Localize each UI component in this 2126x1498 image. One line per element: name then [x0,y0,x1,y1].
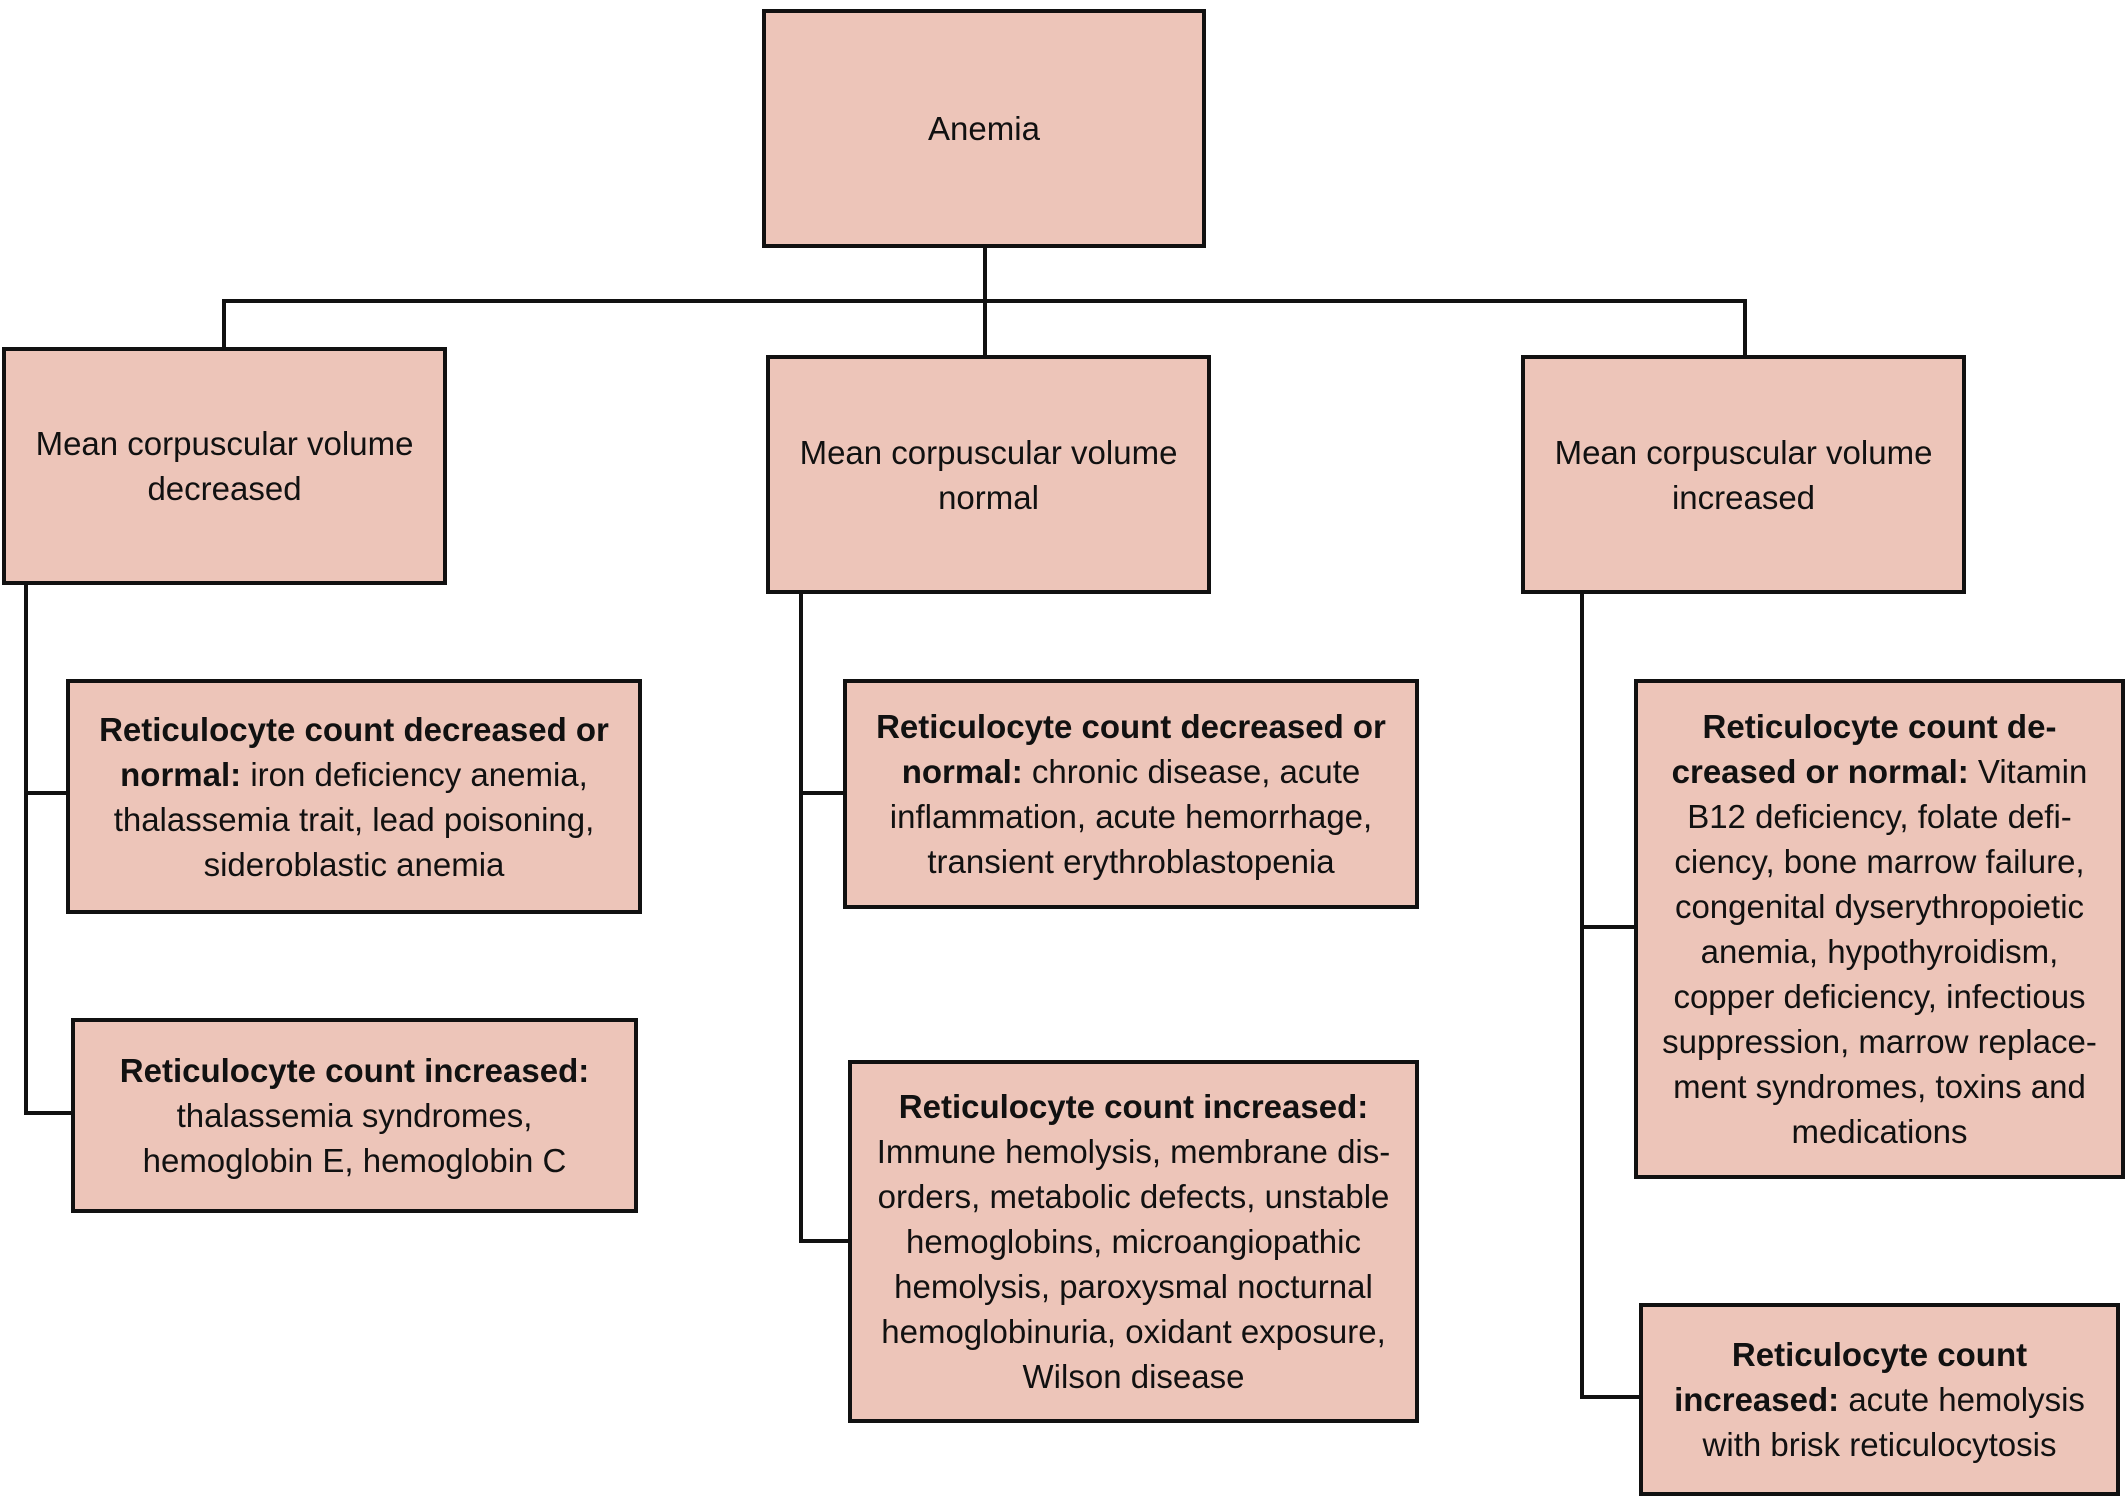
node-text: Vitamin B12 deficiency, folate defi-cien… [1662,753,2097,1150]
node-mcv-increased-retic-low: Reticulocyte count de-creased or normal:… [1634,679,2125,1179]
connector-to-inc [1743,299,1747,357]
node-mcv-normal-retic-low: Reticulocyte count decreased or normal: … [843,679,1419,909]
node-heading: Reticulocyte count increased: [119,1052,590,1089]
connector-inc-trunk [1580,593,1584,1399]
connector-dec-high [24,1111,73,1115]
node-heading: Reticulocyte count increased: [1674,1336,2028,1418]
node-mcv-normal: Mean corpuscular volume normal [766,355,1211,594]
connector-inc-high [1580,1395,1641,1399]
node-mcv-decreased-retic-low: Reticulocyte count decreased or normal: … [66,679,642,914]
connector-root-down [983,247,987,303]
node-mcv-decreased-label: Mean corpuscular volume decreased [35,425,414,507]
connector-dec-trunk [24,584,28,1115]
node-text: iron deficiency anemia, thalassemia trai… [113,755,595,883]
connector-to-norm [983,299,987,357]
node-heading: Reticulocyte count decreased or normal: [99,710,609,793]
node-text: thalassemia syndromes, hemoglobin E, hem… [142,1097,567,1179]
connector-dec-low [24,791,68,795]
connector-norm-high [799,1239,850,1243]
node-mcv-decreased-retic-high: Reticulocyte count increased: thalassemi… [71,1018,638,1213]
node-anemia-label: Anemia [928,110,1040,147]
node-mcv-decreased: Mean corpuscular volume decreased [2,347,447,585]
node-mcv-increased-retic-high: Reticulocyte count increased: acute hemo… [1639,1303,2120,1496]
connector-norm-low [799,791,845,795]
node-heading: Reticulocyte count decreased or normal: [876,708,1386,790]
node-text: chronic disease, acute inflammation, acu… [889,753,1373,880]
node-mcv-normal-label: Mean corpuscular volume normal [799,433,1178,516]
node-text: acute hemolysis with brisk reticulocytos… [1702,1381,2085,1463]
node-heading: Reticulocyte count increased: [898,1088,1369,1125]
node-anemia: Anemia [762,9,1206,248]
connector-inc-low [1580,925,1636,929]
node-text: Immune hemolysis, membrane dis-orders, m… [876,1133,1391,1395]
connector-to-dec [222,299,226,349]
connector-norm-trunk [799,593,803,1243]
node-mcv-increased-label: Mean corpuscular volume increased [1554,433,1933,516]
node-mcv-increased: Mean corpuscular volume increased [1521,355,1966,594]
node-mcv-normal-retic-high: Reticulocyte count increased: Immune hem… [848,1060,1419,1423]
node-heading: Reticulocyte count de-creased or normal: [1671,708,2057,790]
